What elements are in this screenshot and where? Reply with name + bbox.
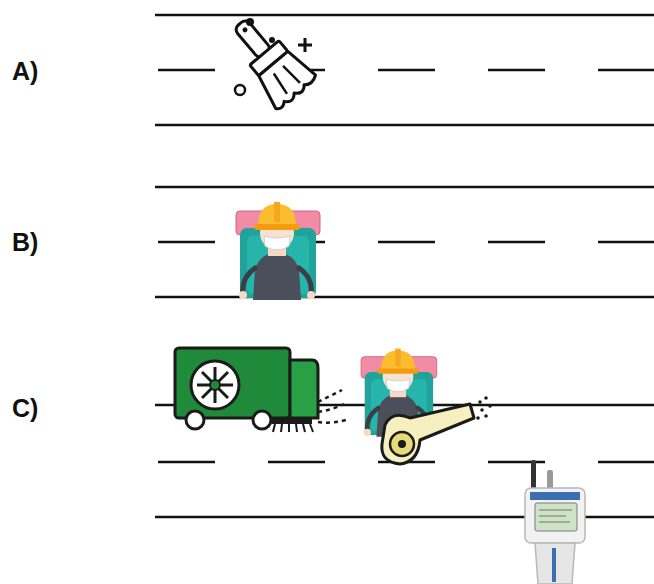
street-sweeper-icon-part-part: [318, 404, 344, 412]
panel-label: B): [12, 230, 38, 255]
broom-icon-part: [246, 18, 254, 26]
street-sweeper-icon: [175, 348, 346, 432]
street-sweeper-icon-part-part: [310, 424, 313, 432]
road-a-part: [158, 69, 654, 72]
road-a-part: [155, 14, 654, 17]
broom-icon-part: [219, 8, 318, 112]
particle-counter-icon-part: [535, 503, 577, 531]
broom-icon-part-part: [253, 47, 319, 111]
worker-with-blower-icon-part: [390, 432, 414, 456]
broom-icon-part: [235, 85, 245, 95]
worker-with-blower-icon-part-part: [478, 400, 482, 404]
street-sweeper-icon-part: [175, 348, 290, 418]
particle-counter-icon: [525, 460, 585, 584]
road-a-part: [155, 124, 654, 127]
road-b-part: [158, 241, 654, 244]
street-sweeper-icon-part: [272, 418, 312, 424]
street-sweeper-icon-part-part: [273, 424, 275, 432]
particle-counter-icon-part: [539, 510, 572, 522]
broom-icon-part-part: [241, 26, 248, 33]
street-sweeper-icon-part: [290, 360, 318, 418]
street-sweeper-icon-part-part: [281, 424, 282, 432]
particle-counter-icon-part: [552, 548, 556, 582]
street-sweeper-icon-part: [186, 411, 204, 429]
particle-counter-icon-part-part: [539, 510, 572, 511]
particle-counter-icon-part: [535, 543, 575, 584]
street-sweeper-icon-part-part: [318, 420, 346, 423]
street-sweeper-icon-part-part: [303, 424, 305, 432]
worker-icon-part: [236, 202, 320, 300]
road-b-part: [155, 296, 654, 299]
street-sweeper-icon-part: [197, 367, 233, 403]
broom-icon-part-part: [272, 74, 290, 94]
particle-counter-icon-part: [525, 488, 585, 543]
street-sweeper-icon-part: [191, 361, 239, 409]
street-sweeper-icon-part-part: [288, 424, 290, 432]
particle-counter-icon-part: [531, 460, 536, 492]
worker-with-blower-icon-part: [476, 396, 492, 420]
particle-counter-icon-part-part: [539, 522, 570, 523]
road-b: [155, 187, 654, 297]
road-b-part: [155, 186, 654, 189]
worker-with-blower-icon-part: [398, 440, 406, 448]
street-sweeper-icon-part: [210, 380, 220, 390]
street-sweeper-icon-part-part: [318, 390, 342, 402]
road-a: [155, 15, 654, 125]
panel-label: A): [12, 59, 38, 84]
street-sweeper-icon-part-part: [202, 372, 228, 398]
particle-counter-icon-part: [530, 492, 580, 500]
broom-icon-part-part: [283, 65, 300, 85]
worker-with-blower-icon-part-part: [484, 396, 488, 400]
street-sweeper-icon-part: [273, 424, 313, 432]
street-sweeper-icon-part-part: [296, 424, 297, 432]
broom-icon: [219, 8, 318, 112]
worker-with-blower-icon-part: [382, 404, 474, 464]
worker-with-blower-icon-part-part: [476, 416, 480, 420]
broom-icon-part: [298, 38, 312, 52]
worker-with-blower-icon-part-part: [484, 414, 488, 418]
worker-icon: [236, 202, 320, 300]
worker-with-blower-icon-part-part: [480, 408, 484, 412]
particle-counter-icon-part-part: [539, 516, 566, 517]
broom-icon-part: [269, 37, 275, 43]
street-sweeper-icon-part: [253, 411, 271, 429]
panel-label: C): [12, 396, 38, 421]
worker-with-blower-icon-part-part: [488, 404, 492, 408]
worker-with-blower-icon: [361, 349, 492, 464]
street-sweeper-icon-part: [318, 390, 346, 423]
street-sweeper-icon-part-part: [202, 372, 228, 398]
